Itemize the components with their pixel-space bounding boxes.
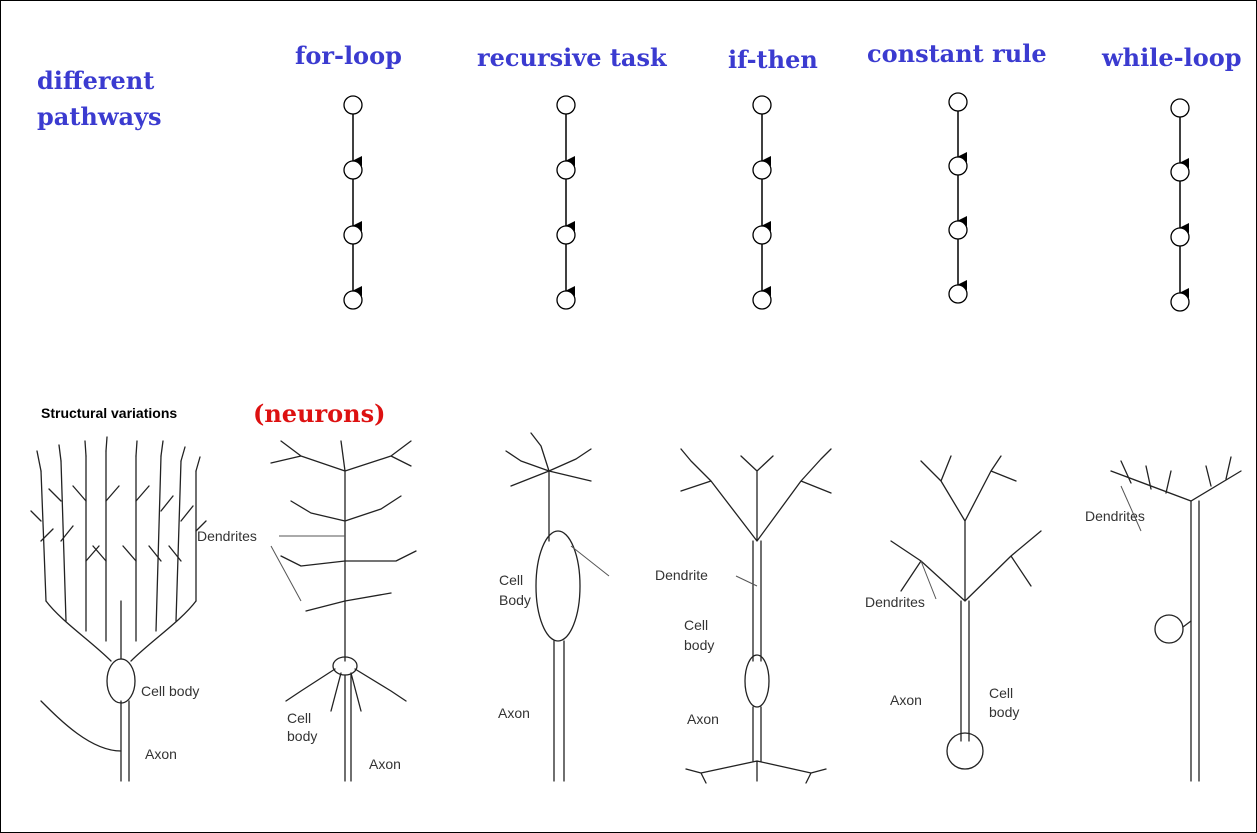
chain-node	[556, 160, 576, 180]
leader-line	[1120, 485, 1142, 532]
neurons-subheading: (neurons)	[253, 399, 386, 428]
chain-node	[556, 290, 576, 310]
label-axon: Axon	[369, 756, 401, 772]
chain-for-loop	[343, 95, 363, 310]
neuron-long-process	[1110, 456, 1242, 782]
structural-variations-heading: Structural variations	[41, 405, 178, 421]
chain-node	[1170, 292, 1190, 312]
chain-recursive-task	[556, 95, 576, 310]
chain-node	[948, 156, 968, 176]
chain-node	[752, 160, 772, 180]
label-cell-body: body	[989, 704, 1019, 720]
chain-node	[1170, 162, 1190, 182]
label-axon: Axon	[498, 705, 530, 721]
label-cell-body: Cell body	[141, 683, 199, 699]
chain-node	[1170, 227, 1190, 247]
chain-node	[948, 284, 968, 304]
leader-line	[270, 545, 302, 602]
column-title-while-loop: while-loop	[1102, 43, 1242, 72]
neuron-pyramidal	[270, 440, 417, 782]
leader-line	[570, 545, 610, 577]
chain-node	[948, 92, 968, 112]
chain-node	[752, 290, 772, 310]
leader-line	[735, 575, 758, 587]
column-title-constant-rule: constant rule	[867, 39, 1047, 68]
label-axon: Axon	[687, 711, 719, 727]
label-cell-body: Cell	[684, 617, 708, 633]
chain-constant-rule	[948, 92, 968, 304]
leader-line	[920, 560, 937, 600]
neuron-bipolar	[505, 432, 592, 782]
label-dendrites: Dendrites	[197, 528, 257, 544]
neuron-purkinje	[30, 436, 207, 782]
label-cell-body: Cell	[287, 710, 311, 726]
chain-while-loop	[1170, 98, 1190, 312]
chain-node	[556, 225, 576, 245]
chain-node	[343, 160, 363, 180]
label-axon: Axon	[145, 746, 177, 762]
pathway-chains	[343, 92, 1190, 312]
pathways-heading-line2: pathways	[37, 102, 162, 131]
label-dendrites: Dendrites	[865, 594, 925, 610]
label-cell-body: Cell	[499, 572, 523, 588]
chain-node	[343, 95, 363, 115]
neuron-pyramidal-long	[680, 448, 832, 784]
column-title-recursive-task: recursive task	[477, 43, 667, 72]
neuron-unipolar	[890, 455, 1042, 770]
chain-node	[1170, 98, 1190, 118]
chain-node	[948, 220, 968, 240]
label-cell-body: body	[684, 637, 714, 653]
chain-node	[752, 225, 772, 245]
pathways-heading-line1: different	[37, 66, 155, 95]
chain-node	[556, 95, 576, 115]
chain-if-then	[752, 95, 772, 310]
label-cell-body: body	[287, 728, 317, 744]
label-dendrite: Dendrite	[655, 567, 708, 583]
label-dendrites: Dendrites	[1085, 508, 1145, 524]
column-title-for-loop: for-loop	[295, 41, 402, 70]
column-title-if-then: if-then	[728, 45, 818, 74]
pathways-heading: different pathways	[37, 63, 162, 135]
label-cell-body: Body	[499, 592, 531, 608]
neuron-illustrations: Dendrites Cell body Axon Cell body Axon …	[30, 432, 1242, 784]
chain-node	[343, 290, 363, 310]
chain-node	[752, 95, 772, 115]
chain-node	[343, 225, 363, 245]
label-cell-body: Cell	[989, 685, 1013, 701]
label-axon: Axon	[890, 692, 922, 708]
